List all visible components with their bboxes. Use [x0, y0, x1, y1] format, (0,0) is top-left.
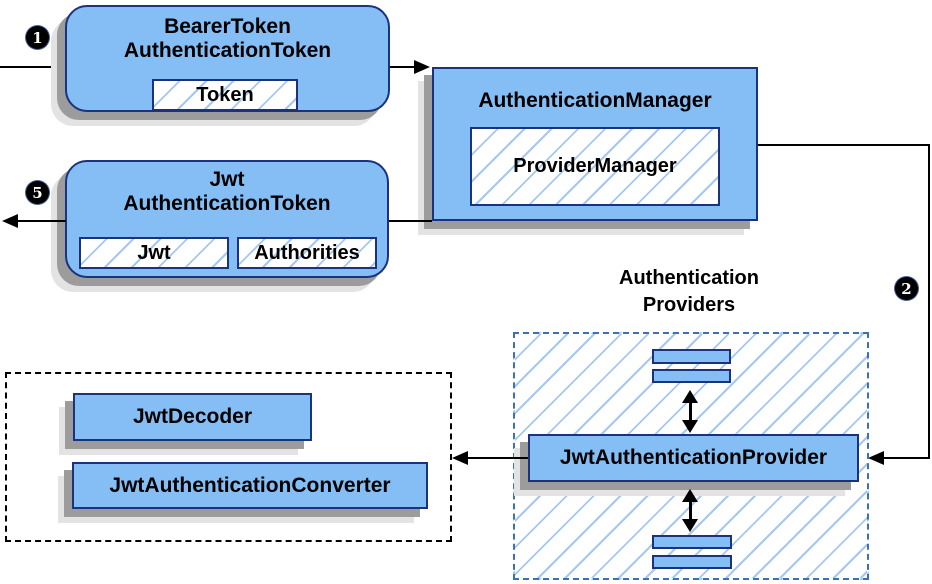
arrowhead-down-icon: [682, 420, 698, 433]
provider-to-converters-line: [467, 457, 528, 459]
step-2-badge: 2: [895, 277, 918, 300]
step-1-badge: 1: [26, 26, 49, 49]
arrowhead-left-icon: [2, 214, 18, 228]
providers-group-label-line1: Authentication: [619, 267, 759, 289]
manager-to-provider-line-h1: [758, 144, 930, 146]
step-5-badge: 5: [26, 181, 49, 204]
authorities-field-label: Authorities: [254, 241, 360, 264]
jwt-field: Jwt: [79, 237, 229, 269]
jwt-authentication-converter-node: JwtAuthenticationConverter: [72, 462, 428, 509]
arrowhead-left-icon: [452, 451, 468, 465]
jwt-authentication-token-node: Jwt AuthenticationToken Jwt Authorities: [65, 160, 389, 278]
provider-stub-bar: [652, 349, 731, 364]
jwt-authentication-provider-node: JwtAuthenticationProvider: [528, 434, 859, 482]
token-field-label: Token: [196, 83, 254, 106]
jwt-decoder-label: JwtDecoder: [132, 405, 253, 428]
manager-to-provider-line-h2: [884, 457, 930, 459]
provider-link-line: [689, 401, 692, 421]
provider-stub-bar: [652, 535, 732, 549]
manager-to-provider-line-v: [928, 144, 930, 459]
jwt-authentication-converter-label: JwtAuthenticationConverter: [109, 473, 391, 497]
providers-group-label-line2: Providers: [642, 294, 736, 316]
authorities-field: Authorities: [237, 237, 377, 269]
incoming-request-line: [0, 66, 65, 68]
authentication-manager-node: AuthenticationManager ProviderManager: [432, 67, 758, 221]
jwt-authentication-provider-label: JwtAuthenticationProvider: [559, 446, 828, 469]
bearer-token-title-line1: BearerToken: [164, 15, 291, 38]
jwt-decoder-node: JwtDecoder: [73, 393, 312, 441]
provider-manager-field: ProviderManager: [470, 127, 720, 206]
provider-manager-field-label: ProviderManager: [513, 155, 677, 177]
arrowhead-right-icon: [414, 60, 430, 74]
outgoing-response-line: [16, 220, 66, 222]
jwt-token-title-line2: AuthenticationToken: [123, 192, 331, 215]
authentication-manager-title: AuthenticationManager: [478, 89, 712, 112]
arrowhead-up-icon: [682, 390, 698, 403]
provider-link-line: [689, 500, 692, 520]
provider-stub-bar: [652, 369, 731, 383]
token-field: Token: [152, 79, 298, 111]
provider-stub-bar: [652, 555, 732, 569]
arrowhead-left-icon: [868, 451, 884, 465]
bearer-to-manager-line: [390, 66, 416, 68]
arrowhead-down-icon: [682, 519, 698, 532]
arrowhead-up-icon: [682, 489, 698, 502]
jwt-field-label: Jwt: [137, 241, 171, 264]
jwt-token-title-line1: Jwt: [209, 168, 245, 191]
bearer-token-title-line2: AuthenticationToken: [123, 39, 332, 62]
bearer-token-authentication-token-node: BearerToken AuthenticationToken Token: [65, 5, 390, 112]
manager-to-jwt-token-line: [389, 220, 432, 222]
